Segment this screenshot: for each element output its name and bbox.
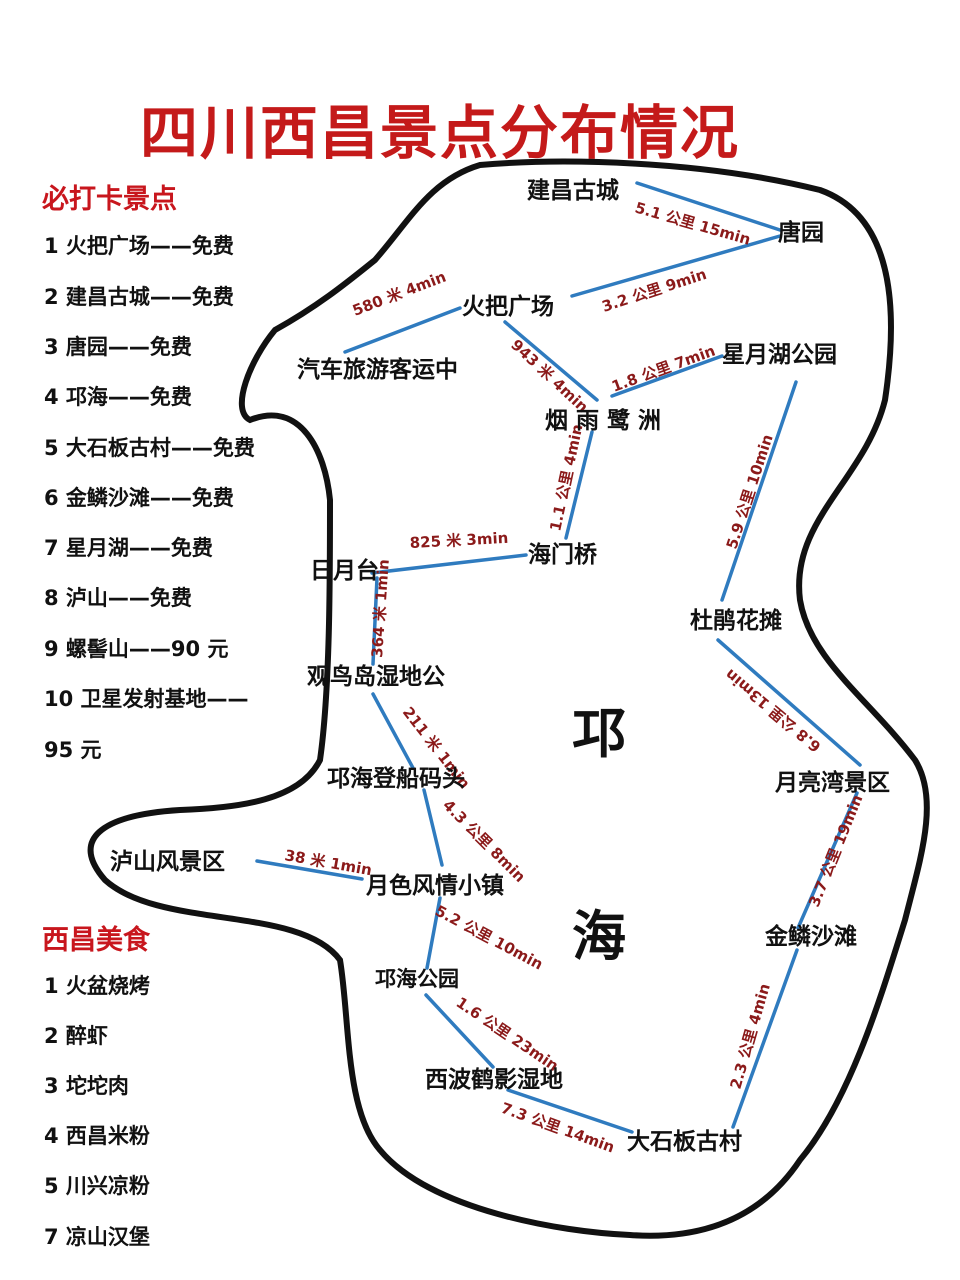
attraction-item: 5 大石板古村——免费	[44, 436, 255, 460]
attraction-item: 4 邛海——免费	[44, 385, 192, 409]
route-park-xibo	[424, 993, 495, 1069]
place-huoba-square: 火把广场	[462, 293, 554, 320]
route-jinlin-dashiban	[731, 948, 799, 1129]
route-lines	[255, 181, 862, 1134]
place-bird-island: 观鸟岛湿地公	[307, 663, 445, 690]
distance-label: 825 米 3min	[409, 529, 508, 552]
distance-label: 943 米 4min	[507, 336, 591, 416]
distance-label: 5.9 公里 10min	[723, 432, 777, 551]
route-riyue-guanniao	[371, 576, 379, 666]
food-item: 5 川兴凉粉	[44, 1174, 150, 1198]
route-yuese-park	[425, 896, 442, 970]
route-yueliangwan-jinlin	[796, 791, 859, 930]
attraction-item: 3 唐园——免费	[44, 335, 192, 359]
food-heading: 西昌美食	[42, 925, 150, 956]
attraction-item: 9 螺髻山——90 元	[44, 637, 229, 661]
food-item: 3 坨坨肉	[44, 1074, 129, 1098]
attraction-item: 95 元	[44, 738, 102, 762]
route-matou-yuese	[422, 788, 444, 867]
attraction-item: 8 泸山——免费	[44, 586, 192, 610]
route-riyue-haimen	[370, 553, 528, 575]
distance-label: 580 米 4min	[350, 268, 449, 320]
lake-name-char: 海	[572, 905, 626, 968]
food-item: 7 凉山汉堡	[44, 1225, 150, 1249]
place-xibo-wetland: 西波鹤影湿地	[425, 1066, 563, 1093]
attraction-item: 2 建昌古城——免费	[44, 285, 234, 309]
attraction-item: 6 金鳞沙滩——免费	[44, 486, 234, 510]
lake-name-char: 邛	[572, 702, 626, 765]
distance-label: 3.7 公里 19min	[805, 792, 866, 909]
place-qionghai-park: 邛海公园	[375, 967, 459, 991]
food-item: 1 火盆烧烤	[44, 974, 150, 998]
route-lushan-yuese	[255, 859, 364, 881]
lake-outline	[87, 158, 930, 1239]
distance-label: 1.8 公里 7min	[609, 342, 717, 396]
attraction-item: 7 星月湖——免费	[44, 536, 213, 560]
route-huoba-bus	[343, 306, 462, 354]
place-jinlin-beach: 金鳞沙滩	[764, 923, 857, 950]
place-dashiban-village: 大石板古村	[627, 1129, 742, 1155]
food-item: 2 醉虾	[44, 1024, 108, 1048]
route-guanniao-matou	[371, 692, 415, 770]
route-dujuan-yueliangwan	[716, 638, 862, 767]
route-huoba-yanyu	[503, 320, 599, 402]
distance-label: 5.2 公里 10min	[432, 902, 546, 974]
place-dujuan-beach: 杜鹃花摊	[690, 607, 782, 634]
place-moonlight-town: 月色风情小镇	[365, 872, 504, 899]
place-lushan-scenic: 泸山风景区	[110, 849, 225, 875]
route-yanyu-haimen	[564, 430, 594, 540]
distance-label: 6.8 公里 13min	[722, 665, 825, 756]
attraction-item: 1 火把广场——免费	[44, 234, 234, 258]
place-bus-center: 汽车旅游客运中	[297, 356, 458, 383]
route-xingyue-yanyu	[610, 354, 724, 398]
route-xingyue-dujuan	[720, 380, 798, 602]
route-tangyuan-huoba	[570, 234, 782, 298]
distance-label: 5.1 公里 15min	[633, 199, 753, 249]
attraction-item: 10 卫星发射基地——	[44, 687, 249, 711]
route-xibo-dashiban	[506, 1088, 634, 1134]
place-haimen-bridge: 海门桥	[528, 541, 598, 568]
food-item: 4 西昌米粉	[44, 1124, 150, 1148]
place-moon-bay: 月亮湾景区	[774, 769, 890, 796]
place-riyue-terrace: 日月台	[310, 557, 379, 584]
place-tangyuan: 唐园	[778, 219, 824, 246]
place-xingyue-lake-park: 星月湖公园	[722, 342, 837, 368]
distance-label: 1.6 公里 23min	[453, 993, 562, 1075]
place-yanyu-luzhou: 烟 雨 鹭 洲	[545, 407, 661, 434]
attractions-heading: 必打卡景点	[42, 184, 177, 215]
route-jianchang-tangyuan	[635, 181, 782, 232]
place-jianchang-ancient-city: 建昌古城	[527, 177, 619, 204]
place-boarding-pier: 邛海登船码头	[327, 765, 465, 792]
map-title: 四川西昌景点分布情况	[139, 99, 740, 167]
